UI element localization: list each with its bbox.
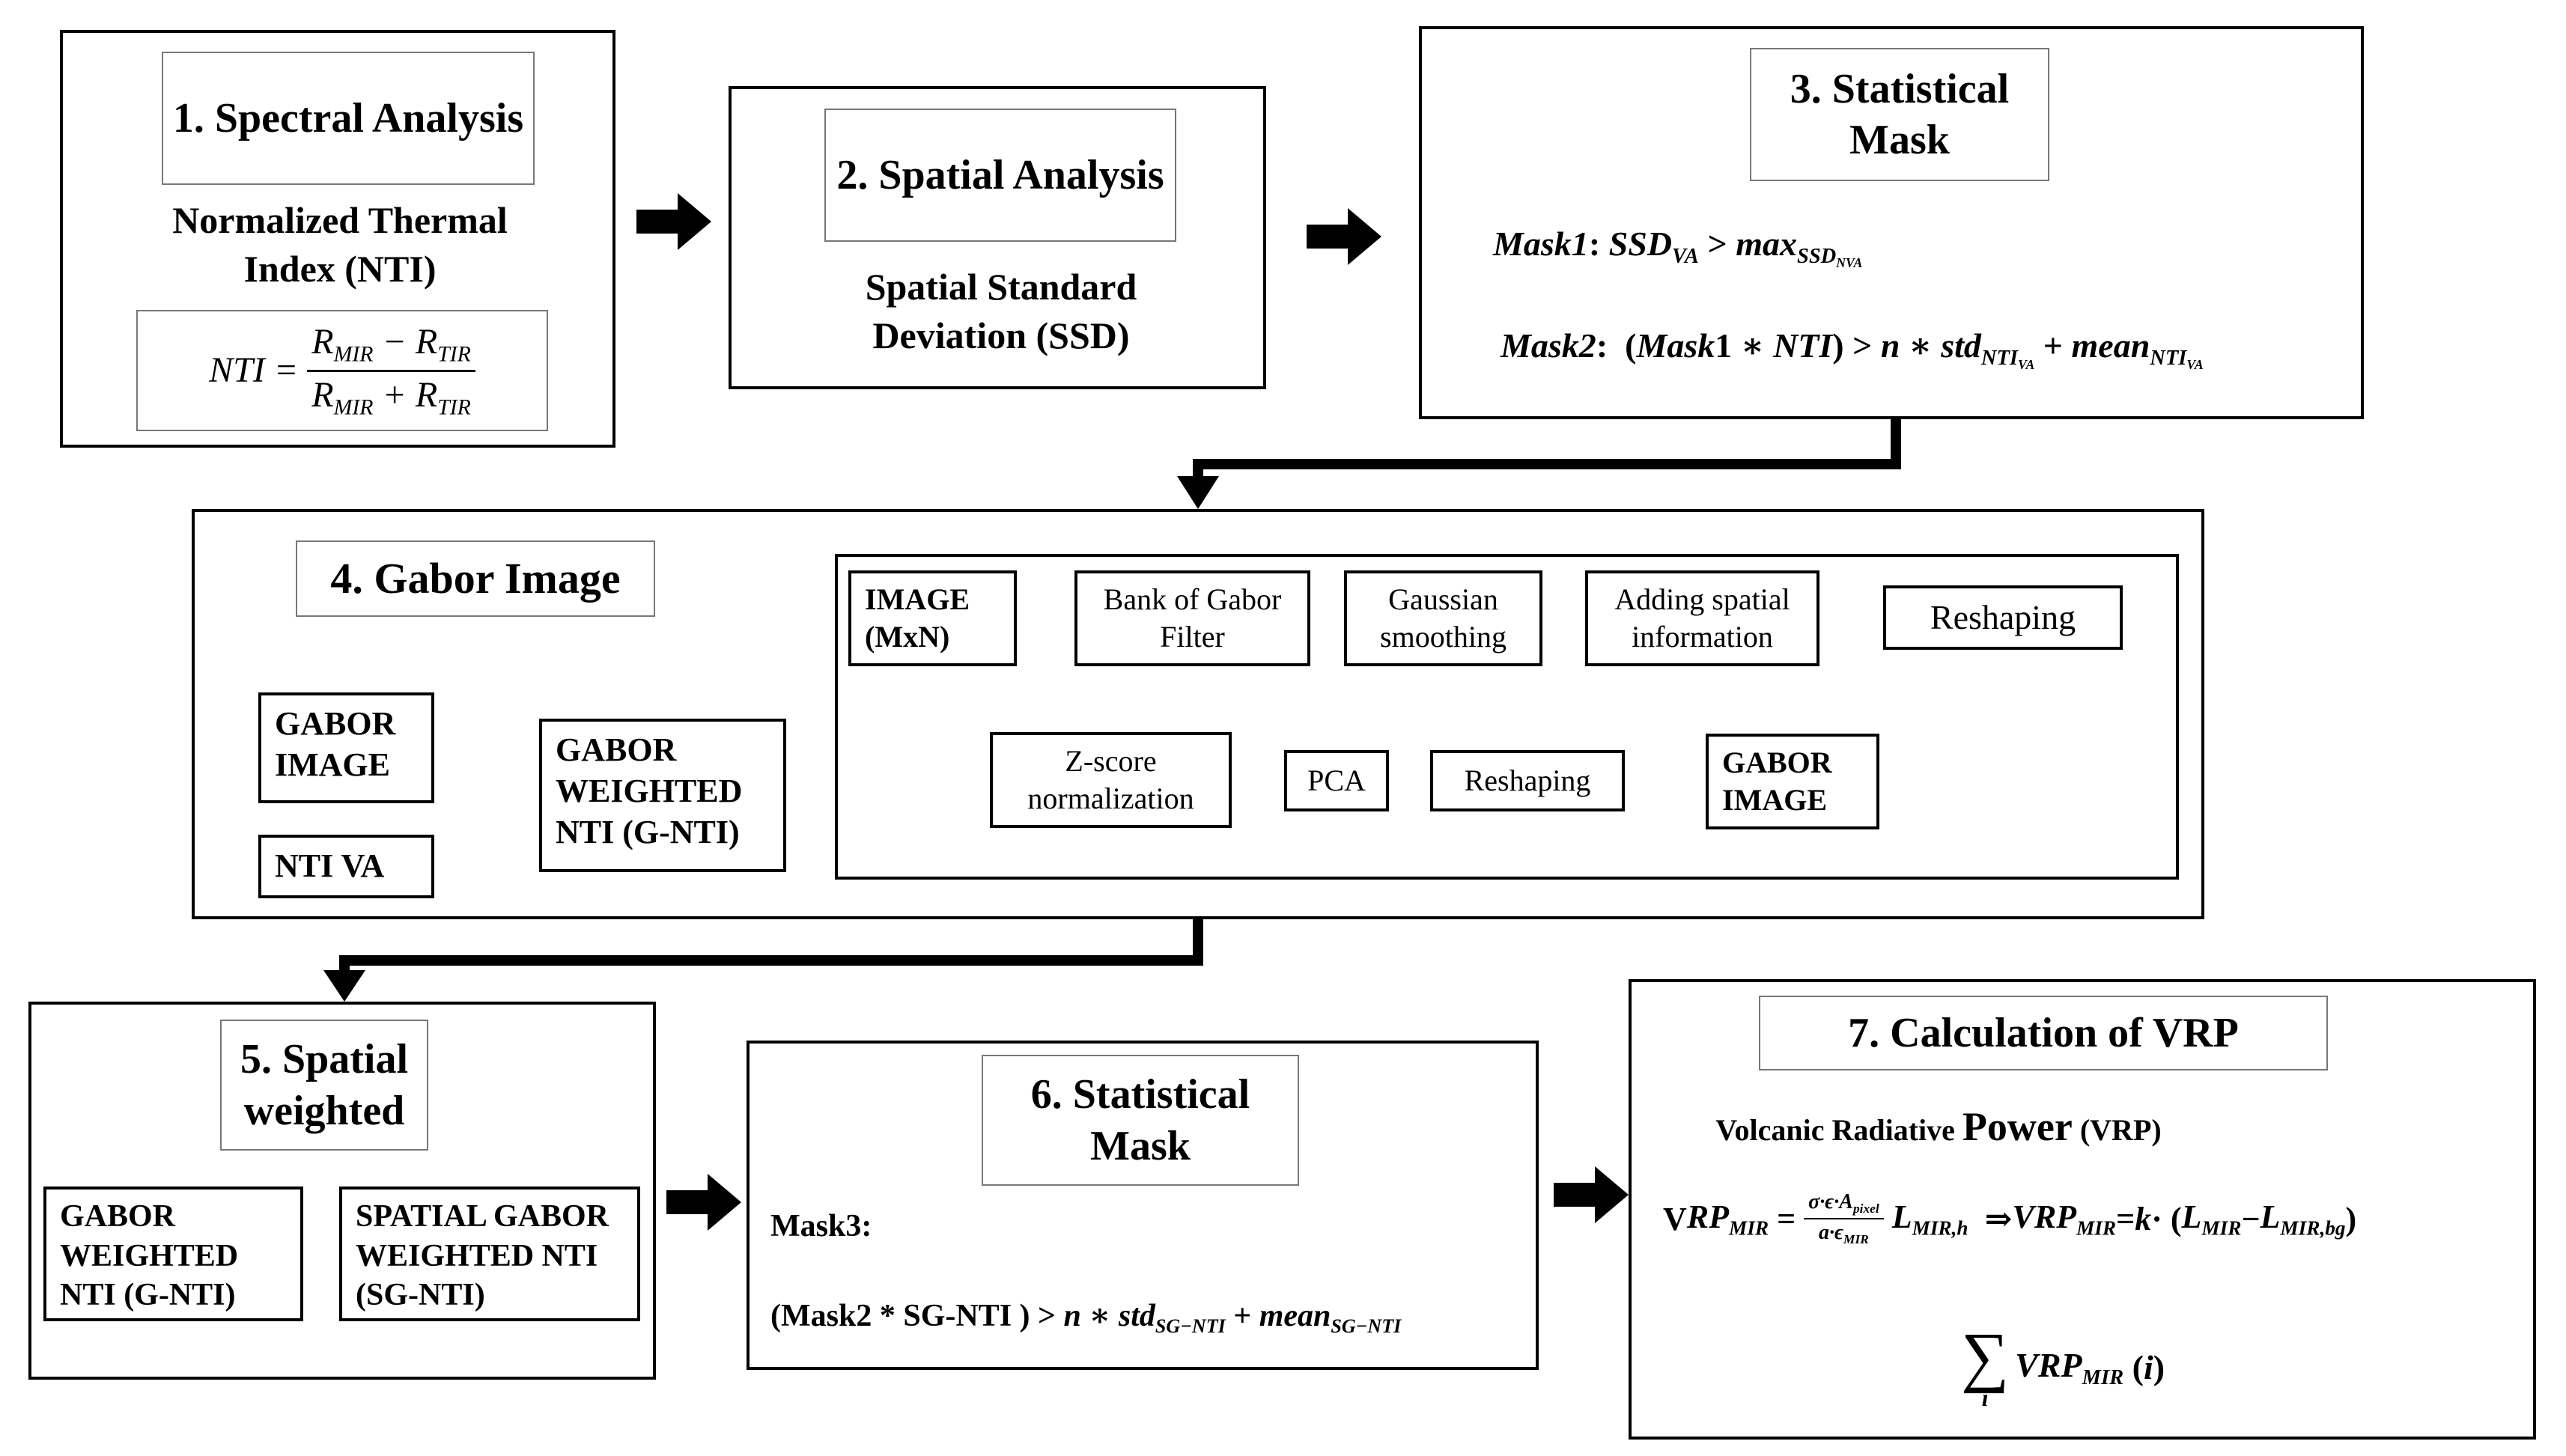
step4-title-text: 4. Gabor Image [330,553,621,603]
g-nti-box: GABOR WEIGHTED NTI (G-NTI) [43,1187,303,1321]
block-arrow-1-2 [636,193,711,250]
elbow-3-4 [1193,419,1901,479]
adding-spatial-box: Adding spatial information [1585,570,1819,666]
pca-box: PCA [1284,750,1389,811]
step6-title-text: 6. Statistical Mask [1030,1071,1250,1169]
mask2-formula: Mask2: (Mask1 ∗ NTI) > n ∗ stdNTIVA + me… [1501,326,2204,373]
gabor-image-out-box: GABOR IMAGE [1706,734,1879,829]
gaussian-box: Gaussian smoothing [1344,570,1542,666]
nti-formula: NTI = RMIR − RTIR RMIR + RTIR [136,310,548,431]
step3-title-frame: 3. Statistical Mask [1750,48,2049,181]
step4-title: 4. Gabor Image [296,540,655,617]
nti-formula-lhs: NTI = [209,350,308,390]
step2-title: 2. Spatial Analysis [824,109,1176,242]
step7-subtitle: Volcanic Radiative Power (VRP) [1661,1103,2216,1150]
vrp-fraction: σ·ϵ·Apixel a·ϵMIR [1804,1190,1884,1247]
block-arrow-5-6 [666,1174,741,1231]
mask3-label: Mask3: [770,1209,872,1243]
nti-va-box: NTI VA [258,835,434,898]
vrp-formula-2: ∑ i VRPMIR (i) [1961,1320,2165,1411]
image-mxn-box: IMAGE (MxN) [848,570,1017,666]
sg-nti-box: SPATIAL GABOR WEIGHTED NTI (SG-NTI) [339,1187,640,1321]
mask1-formula: Mask1: SSDVA > maxSSDNVA [1493,225,1863,271]
step1-title: 1. Spectral Analysis [162,52,535,185]
step7-title-text: 7. Calculation of VRP [1848,1009,2239,1056]
elbow-4-5 [339,919,1203,973]
step7-title: 7. Calculation of VRP [1759,996,2328,1070]
subtitle-pre: Volcanic Radiative [1715,1113,1955,1147]
subtitle-post: (VRP) [2079,1113,2162,1147]
gabor-weighted-nti-box: GABOR WEIGHTED NTI (G-NTI) [539,719,786,872]
mask3-formula: (Mask2 * SG-NTI ) > n ∗ stdSG−NTI + mean… [770,1299,1402,1338]
step2-subtitle: Spatial Standard Deviation (SSD) [865,266,1137,356]
step5-title-text: 5. Spatial weighted [240,1036,409,1134]
nti-numerator: RMIR − RTIR [307,320,475,372]
reshaping1-box: Reshaping [1883,585,2123,650]
bank-gabor-box: Bank of Gabor Filter [1074,570,1310,666]
nti-denominator: RMIR + RTIR [311,374,471,419]
step6-title: 6. Statistical Mask [982,1055,1299,1186]
step7-box: 7. Calculation of VRP Volcanic Radiative… [1629,979,2536,1440]
step6-box: 6. Statistical Mask Mask3: (Mask2 * SG-N… [747,1041,1539,1370]
gabor-image-box: GABOR IMAGE [258,692,434,803]
block-arrow-2-3 [1307,208,1381,265]
step1-title-text: 1. Spectral Analysis [172,94,524,141]
subtitle-power: Power [1962,1104,2073,1149]
step3-title-text: 3. Statistical Mask [1790,65,2010,163]
nti-fraction: RMIR − RTIR RMIR + RTIR [307,320,475,421]
block-arrow-6-7 [1554,1166,1629,1223]
step3-box: 3. Statistical Mask Mask1: SSDVA > maxSS… [1419,26,2364,419]
step5-title: 5. Spatial weighted [220,1020,428,1151]
reshaping2-box: Reshaping [1430,750,1625,811]
step2-title-text: 2. Spatial Analysis [836,151,1164,198]
step1-box: 1. Spectral Analysis Normalized Thermal … [60,30,615,448]
zscore-box: Z-score normalization [990,732,1232,828]
step2-box: 2. Spatial Analysis Spatial Standard Dev… [729,86,1266,389]
step1-subtitle: Normalized Thermal Index (NTI) [172,199,508,290]
